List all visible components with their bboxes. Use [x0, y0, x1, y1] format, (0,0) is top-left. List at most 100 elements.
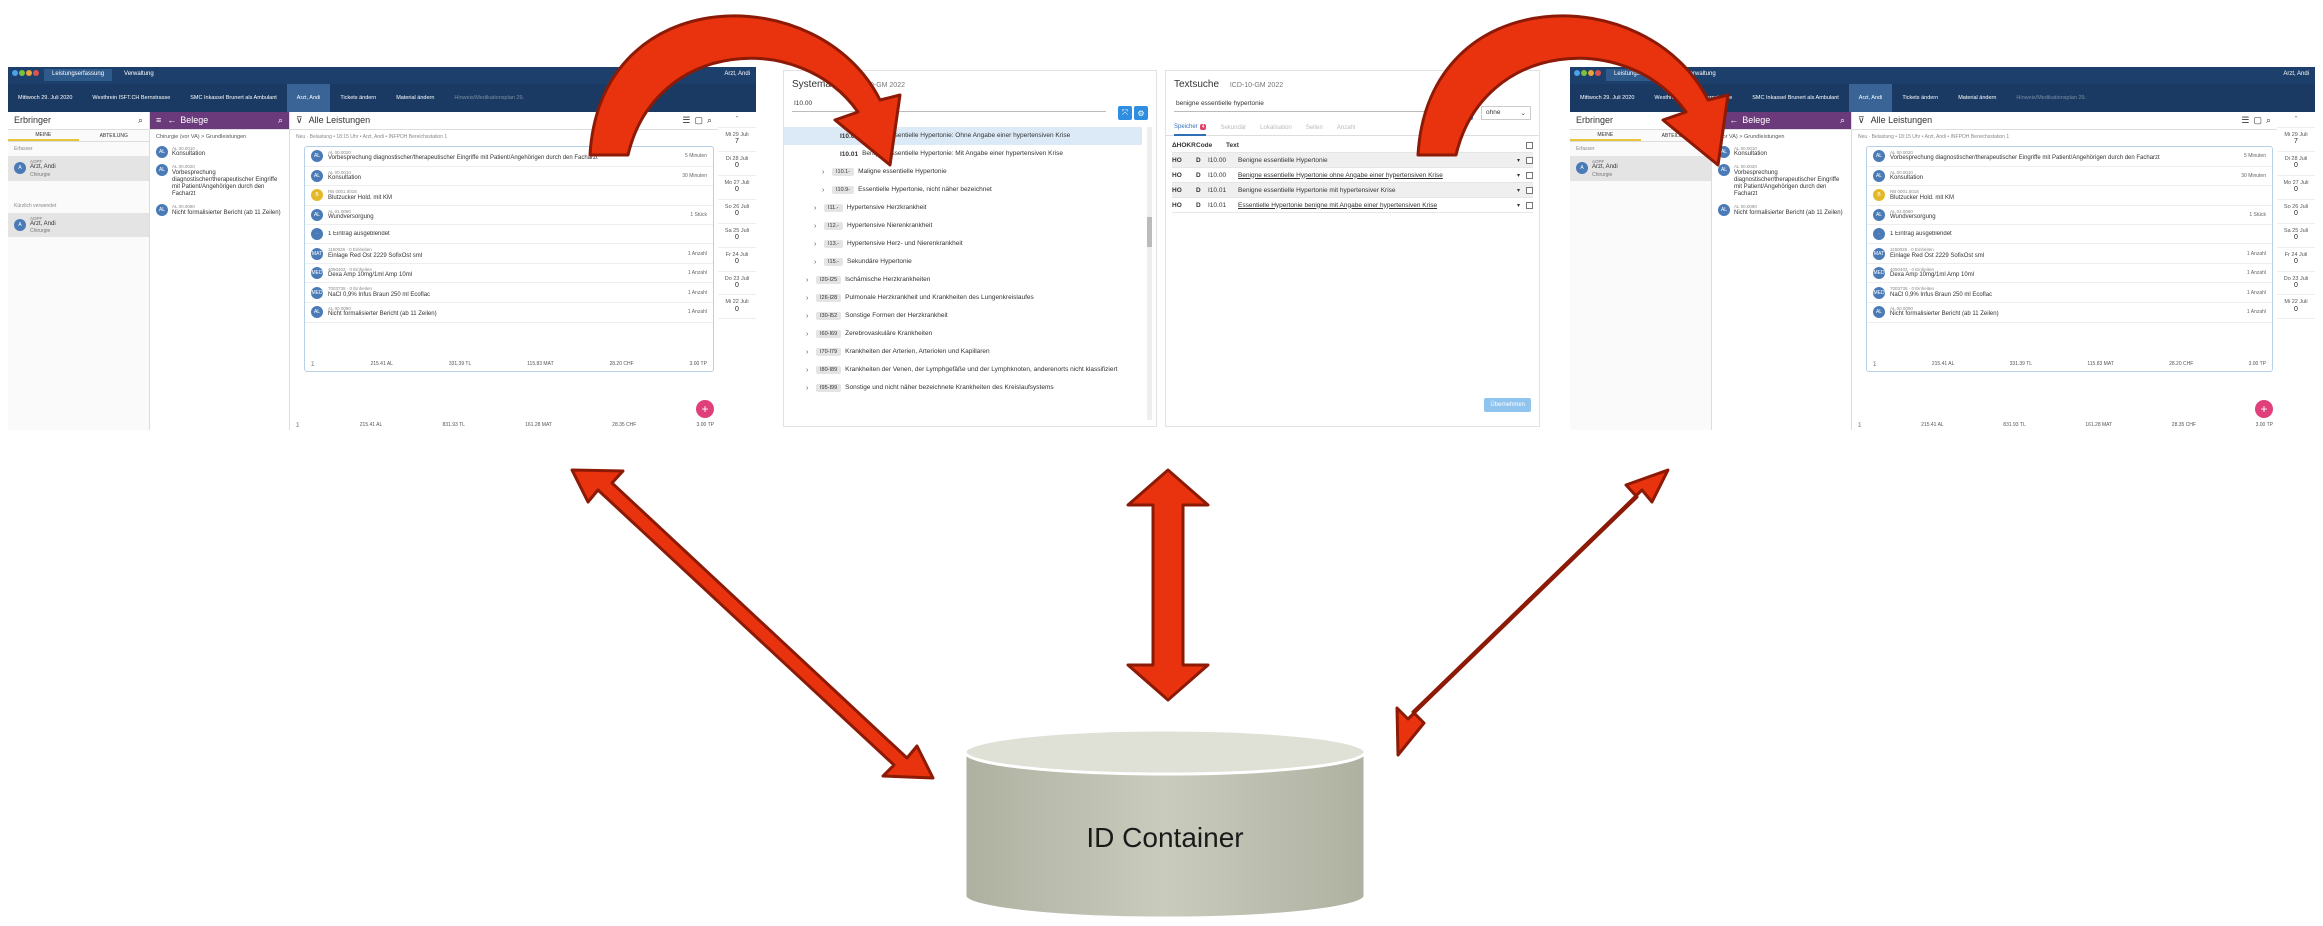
breadcrumb[interactable]: (vor VA) > Grundleistungen	[1718, 134, 1785, 140]
chevron-up-icon[interactable]: ⌃	[718, 112, 756, 128]
chevron-up-icon[interactable]: ⌃	[2277, 112, 2315, 128]
context-tickets[interactable]: Tickets ändern	[340, 94, 377, 101]
tab-meine[interactable]: MEINE	[1570, 130, 1641, 141]
tree-row[interactable]: ›I12.-Hypertensive Nierenkrankheit	[784, 217, 1142, 235]
collapse-button[interactable]: ⤧	[1118, 106, 1132, 120]
tab-leistungserfassung[interactable]: Leistungserfassung	[1606, 69, 1675, 81]
context-date[interactable]: Mittwoch 29. Juli 2020	[18, 94, 73, 101]
chevron-right-icon[interactable]: ›	[814, 258, 817, 266]
chevron-right-icon[interactable]: ›	[806, 348, 809, 356]
tab-abteilung[interactable]: ABTEILUNG	[1661, 132, 1690, 139]
context-doctor[interactable]: Arzt, Andi	[286, 84, 331, 112]
chevron-right-icon[interactable]: ›	[806, 366, 809, 374]
user-name[interactable]: Arzt, Andi	[724, 71, 750, 77]
search-icon[interactable]: ⌕	[137, 115, 143, 126]
chevron-down-icon[interactable]: ▾	[1516, 187, 1520, 194]
context-doctor[interactable]: Arzt, Andi	[1848, 84, 1893, 112]
row-checkbox[interactable]	[1526, 171, 1533, 179]
context-location[interactable]: Westhrein ISFT.CH Bernstrasse	[1654, 94, 1733, 101]
search-icon[interactable]: ⌕	[1839, 115, 1845, 126]
tab-verwaltung[interactable]: Verwaltung	[124, 71, 154, 78]
filter-icon[interactable]: ⊽	[296, 115, 303, 126]
tab-meine[interactable]: MEINE	[8, 130, 79, 141]
context-material[interactable]: Material ändern	[396, 94, 435, 101]
add-button[interactable]: +	[2255, 400, 2273, 418]
chevron-right-icon[interactable]: ›	[814, 222, 817, 230]
breadcrumb[interactable]: Chirurgie (vor VA) > Grundleistungen	[156, 134, 247, 140]
tree-row[interactable]: ›I15.-Sekundäre Hypertonie	[784, 253, 1142, 271]
chevron-right-icon[interactable]: ›	[806, 276, 809, 284]
menu-icon[interactable]: ≡	[1718, 115, 1724, 126]
grid-view-icon[interactable]: ▢	[2253, 115, 2262, 126]
table-row[interactable]: ·1 Eintrag ausgeblendet	[305, 225, 713, 245]
textsuche-search-input[interactable]: benigne essentielle hypertonie	[1174, 96, 1457, 112]
chevron-down-icon[interactable]: ▾	[1516, 157, 1520, 164]
row-text[interactable]: Benigne essentielle Hypertonie mit hyper…	[1238, 186, 1396, 194]
context-tickets[interactable]: Tickets ändern	[1902, 94, 1939, 101]
filter-icon[interactable]: ⊽	[1858, 115, 1865, 126]
search-icon[interactable]: ⌕	[1699, 115, 1705, 126]
grid-view-icon[interactable]: ▢	[694, 115, 703, 126]
add-button[interactable]: +	[696, 400, 714, 418]
context-date[interactable]: Mittwoch 29. Juli 2020	[1580, 94, 1635, 101]
user-name[interactable]: Arzt, Andi	[2283, 71, 2309, 77]
context-medication[interactable]: Hinweis/Medikationsplan 29.	[2016, 94, 2087, 101]
chevron-right-icon[interactable]: ›	[814, 240, 817, 248]
list-view-icon[interactable]: ☰	[2241, 115, 2250, 126]
row-checkbox[interactable]	[1526, 201, 1533, 209]
tree-row[interactable]: ›I10.1-Maligne essentielle Hypertonie	[784, 163, 1142, 181]
chevron-right-icon[interactable]: ›	[806, 330, 809, 338]
search-button[interactable]: ⌕	[1459, 106, 1473, 120]
tab-lokalisation[interactable]: Lokalisation	[1260, 124, 1292, 131]
filter-select[interactable]: ohne⌄	[1481, 106, 1531, 120]
tab-sekundaer[interactable]: Sekundär	[1220, 124, 1247, 131]
row-checkbox[interactable]	[1526, 156, 1533, 164]
context-case[interactable]: SMC Inkassel Brunert als Ambulant	[1752, 94, 1839, 101]
chevron-down-icon[interactable]: ▾	[1516, 202, 1520, 209]
scrollbar-thumb[interactable]	[1147, 217, 1152, 247]
tree-row[interactable]: ›I10.9-Essentielle Hypertonie, nicht näh…	[784, 181, 1142, 199]
row-text[interactable]: Benigne essentielle Hypertonie	[1238, 156, 1328, 164]
apply-button[interactable]: Übernehmen	[1484, 398, 1531, 412]
back-arrow-icon[interactable]: ←	[167, 115, 177, 126]
